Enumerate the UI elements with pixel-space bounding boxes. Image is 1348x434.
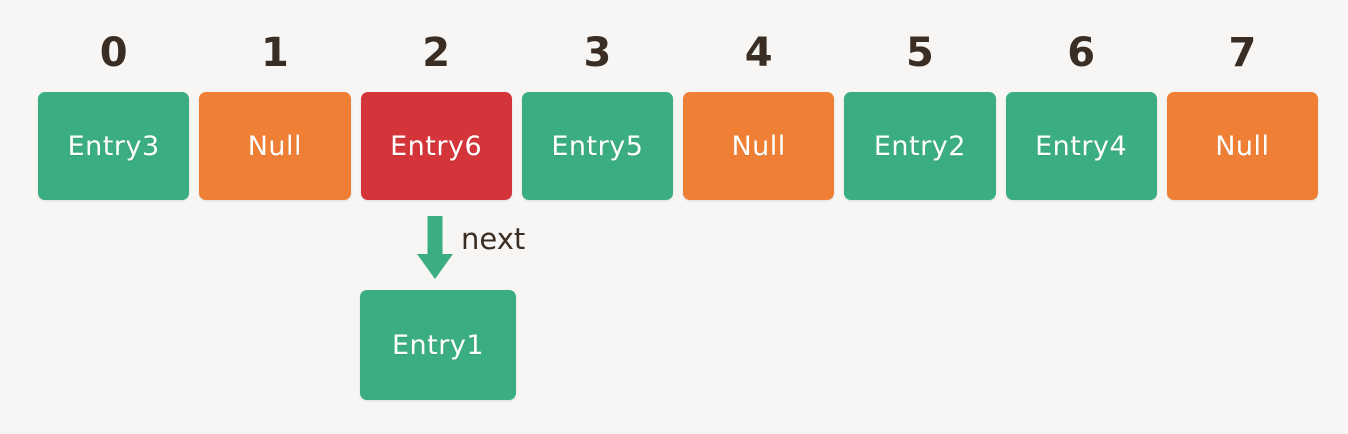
bucket-cell-0[interactable]: Entry3	[38, 92, 190, 200]
bucket-cell-4[interactable]: Null	[683, 92, 835, 200]
bucket-cell-2[interactable]: Entry6	[360, 92, 512, 200]
bucket-index-1: 1	[199, 24, 350, 82]
index-label: 0	[99, 30, 128, 76]
bucket-index-5: 5	[844, 24, 995, 82]
index-label: 5	[905, 30, 934, 76]
bucket-cell-label: Null	[1215, 130, 1270, 162]
chained-entry-node[interactable]: Entry1	[360, 290, 516, 400]
bucket-index-0: 0	[38, 24, 189, 82]
bucket-index-2: 2	[361, 24, 512, 82]
index-label: 7	[1228, 30, 1257, 76]
bucket-cell-1[interactable]: Null	[199, 92, 351, 200]
bucket-index-3: 3	[522, 24, 673, 82]
index-label: 6	[1067, 30, 1096, 76]
bucket-cell-label: Entry5	[551, 130, 644, 162]
bucket-cell-label: Entry3	[67, 130, 160, 162]
chained-entry-label: Entry1	[391, 329, 484, 361]
bucket-index-4: 4	[683, 24, 834, 82]
bucket-cell-7[interactable]: Null	[1166, 92, 1318, 200]
bucket-index-6: 6	[1006, 24, 1157, 82]
bucket-index-row: 0 1 2 3 4 5 6 7	[38, 24, 1318, 82]
bucket-cell-label: Null	[247, 130, 303, 162]
bucket-array-row: Entry3 Null Entry6 Entry5 Null Entry2 En…	[38, 92, 1318, 200]
bucket-cell-label: Entry4	[1035, 130, 1128, 162]
bucket-cell-5[interactable]: Entry2	[844, 92, 996, 200]
bucket-cell-3[interactable]: Entry5	[521, 92, 673, 200]
bucket-cell-6[interactable]: Entry4	[1005, 92, 1157, 200]
next-pointer-label: next	[461, 222, 526, 256]
index-label: 1	[260, 30, 289, 76]
bucket-cell-label: Null	[731, 130, 786, 162]
bucket-cell-label: Entry2	[873, 130, 966, 162]
index-label: 3	[583, 30, 612, 76]
next-pointer-arrow-icon	[405, 214, 465, 282]
bucket-cell-label: Entry6	[390, 130, 483, 162]
index-label: 2	[422, 30, 451, 76]
index-label: 4	[744, 30, 773, 76]
bucket-index-7: 7	[1167, 24, 1318, 82]
